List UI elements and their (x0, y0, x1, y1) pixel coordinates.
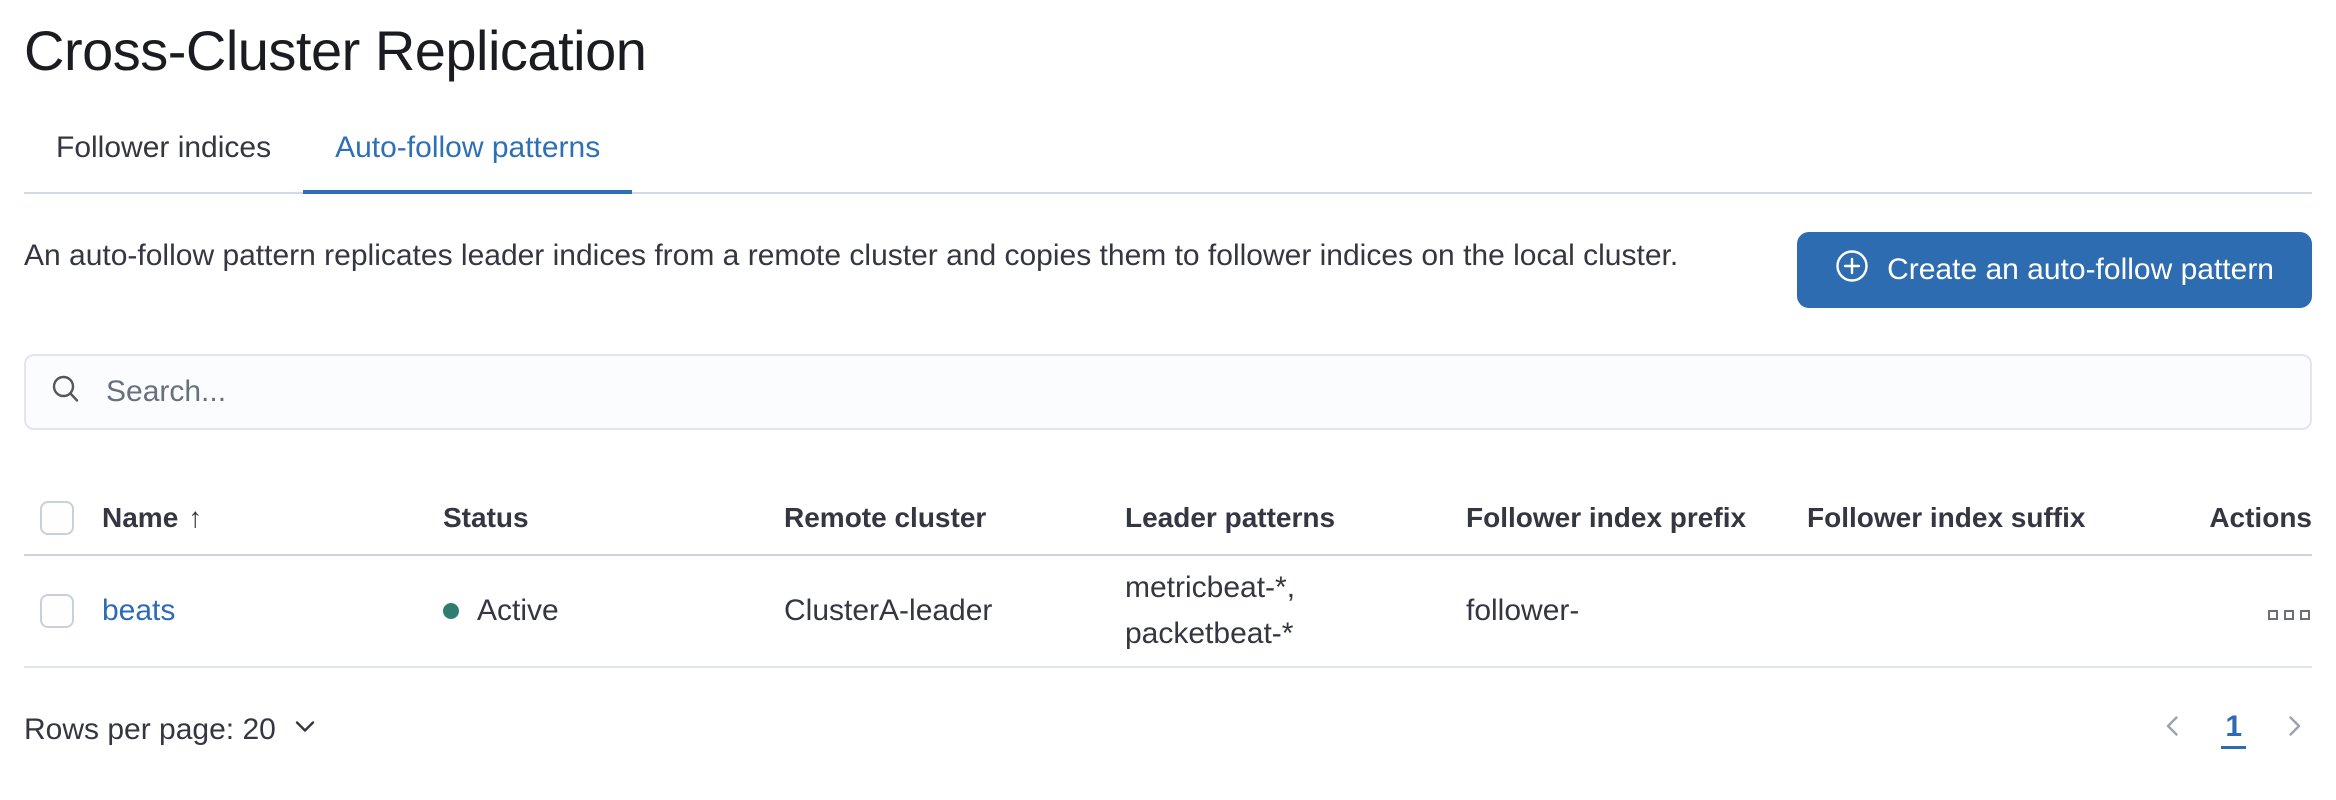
search-bar[interactable] (24, 354, 2312, 430)
boxes-horizontal-icon (2268, 610, 2278, 620)
column-header-remote-cluster: Remote cluster (784, 502, 987, 533)
plus-in-circle-icon (1835, 249, 1869, 291)
tab-bar: Follower indices Auto-follow patterns (24, 116, 2312, 194)
page-title: Cross-Cluster Replication (24, 19, 647, 82)
row-select-cell (24, 594, 102, 628)
table-row: beats Active ClusterA-leader metricbeat-… (24, 556, 2312, 668)
tab-follower-indices[interactable]: Follower indices (56, 131, 272, 164)
pattern-name-link[interactable]: beats (102, 594, 176, 627)
status-label: Active (477, 594, 559, 627)
auto-follow-patterns-table: Name↑ Status Remote cluster Leader patte… (24, 482, 2312, 668)
chevron-down-icon (292, 713, 318, 747)
active-status-dot-icon (443, 603, 459, 619)
intro-section: An auto-follow pattern replicates leader… (24, 232, 2312, 308)
pagination-page-1[interactable]: 1 (2221, 710, 2246, 749)
row-actions-button[interactable] (2266, 606, 2312, 624)
create-button-label: Create an auto-follow pattern (1887, 253, 2274, 286)
sort-ascending-icon: ↑ (188, 502, 203, 533)
table-footer: Rows per page: 20 1 (24, 710, 2312, 749)
select-all-cell (24, 501, 102, 535)
intro-description: An auto-follow pattern replicates leader… (24, 239, 1679, 272)
chevron-right-icon (2280, 712, 2308, 748)
rows-per-page-dropdown[interactable]: Rows per page: 20 (24, 713, 318, 747)
search-icon (48, 372, 84, 413)
column-header-follower-index-prefix: Follower index prefix (1466, 502, 1747, 533)
follower-index-prefix-cell: follower- (1466, 594, 1580, 627)
name-cell: beats (102, 594, 443, 628)
remote-cluster-cell: ClusterA-leader (784, 594, 993, 627)
table-header-row: Name↑ Status Remote cluster Leader patte… (24, 482, 2312, 556)
leader-patterns-cell: metricbeat-*, packetbeat-* (1125, 571, 1296, 650)
pagination-next-button[interactable] (2280, 712, 2308, 748)
column-header-actions: Actions (2209, 502, 2312, 533)
search-input[interactable] (106, 375, 2288, 409)
chevron-left-icon (2159, 712, 2187, 748)
rows-per-page-label: Rows per page: 20 (24, 712, 276, 746)
column-header-leader-patterns: Leader patterns (1125, 502, 1336, 533)
pagination: 1 (2159, 710, 2312, 749)
status-cell: Active (443, 594, 784, 628)
cross-cluster-replication-page: Cross-Cluster Replication Follower indic… (0, 16, 2336, 749)
tab-auto-follow-patterns[interactable]: Auto-follow patterns (303, 116, 633, 194)
pagination-previous-button[interactable] (2159, 712, 2187, 748)
create-auto-follow-pattern-button[interactable]: Create an auto-follow pattern (1797, 232, 2312, 308)
column-header-name[interactable]: Name↑ (102, 502, 203, 533)
column-header-follower-index-suffix: Follower index suffix (1807, 502, 2086, 533)
row-checkbox[interactable] (40, 594, 74, 628)
select-all-checkbox[interactable] (40, 501, 74, 535)
column-header-status: Status (443, 502, 529, 533)
actions-cell (2148, 594, 2312, 628)
